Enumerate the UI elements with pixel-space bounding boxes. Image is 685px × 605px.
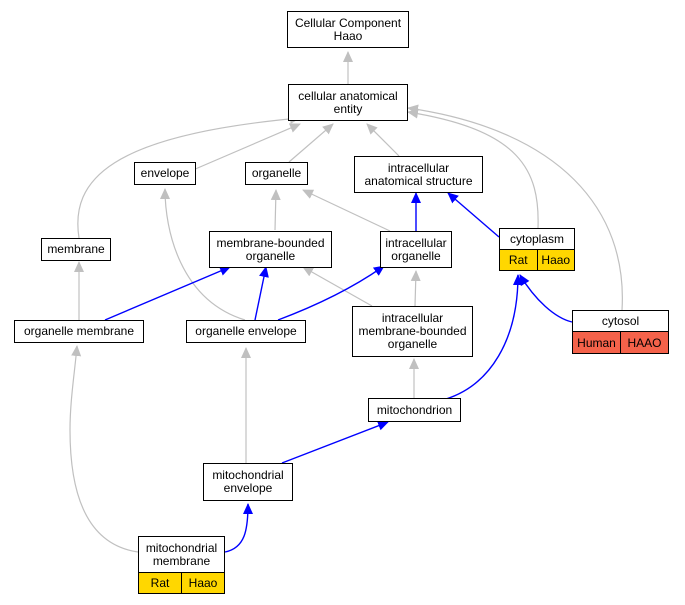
node-cytosol[interactable]: cytosol [572, 310, 669, 332]
edge-envelope-to-entity [192, 123, 301, 171]
edge-imbo-to-mbo [302, 266, 373, 307]
node-membrane[interactable]: membrane [41, 238, 111, 261]
edge-mito-envelope-to-mitochondrion [281, 420, 389, 464]
node-organelle[interactable]: organelle [245, 162, 308, 185]
species-tag: Rat [499, 249, 538, 271]
edge-cytosol-to-cytoplasm [519, 274, 573, 323]
edge-imbo-to-intracellular-organelle [410, 270, 421, 307]
node-membrane-bounded-organelle[interactable]: membrane-bounded organelle [209, 231, 332, 268]
edge-organelle-envelope-to-envelope [160, 188, 246, 321]
node-intracellular-anatomical-structure[interactable]: intracellular anatomical structure [354, 156, 483, 193]
cytoplasm-annotations: Rat Haao [499, 249, 575, 271]
edge-membrane-to-entity [77, 113, 301, 239]
cytosol-annotations: Human HAAO [572, 331, 669, 354]
edge-cytoplasm-to-entity [407, 108, 539, 229]
edge-organelle-envelope-to-mbo [254, 266, 269, 321]
edge-cytoplasm-to-intracellular-structure [447, 192, 500, 238]
edge-mito-membrane-to-organelle-membrane [69, 345, 139, 553]
edge-organelle-membrane-to-mbo [104, 266, 231, 321]
edge-organelle-envelope-to-intracellular-organelle [277, 265, 385, 321]
node-cellular-anatomical-entity[interactable]: cellular anatomical entity [288, 84, 408, 121]
node-organelle-envelope[interactable]: organelle envelope [186, 320, 306, 343]
edge-mitochondrion-to-cytoplasm [445, 274, 523, 400]
node-mitochondrion[interactable]: mitochondrion [368, 398, 461, 422]
mitochondrial-membrane-annotations: Rat Haao [138, 572, 225, 594]
node-organelle-membrane[interactable]: organelle membrane [14, 320, 144, 343]
gene-tag: HAAO [621, 331, 669, 354]
species-tag: Human [572, 331, 621, 354]
edge-mito-membrane-to-mito-envelope [224, 503, 253, 553]
edge-intracellular-organelle-to-organelle [302, 189, 391, 232]
species-tag: Rat [138, 572, 182, 594]
node-intracellular-organelle[interactable]: intracellular organelle [380, 231, 452, 268]
gene-tag: Haao [537, 249, 575, 271]
node-intracellular-membrane-bounded-organelle[interactable]: intracellular membrane-bounded organelle [352, 306, 473, 357]
node-cytoplasm[interactable]: cytoplasm [499, 228, 575, 250]
edge-mbo-to-organelle [270, 189, 281, 231]
node-envelope[interactable]: envelope [134, 162, 196, 185]
edge-cytosol-to-entity [407, 104, 623, 311]
node-mitochondrial-envelope[interactable]: mitochondrial envelope [203, 463, 293, 501]
node-mitochondrial-membrane[interactable]: mitochondrial membrane [138, 536, 225, 573]
gene-tag: Haao [182, 572, 225, 594]
edge-organelle-to-entity [288, 123, 334, 163]
edge-intracellular-structure-to-entity [366, 123, 400, 157]
node-cellular-component[interactable]: Cellular Component Haao [287, 11, 409, 48]
